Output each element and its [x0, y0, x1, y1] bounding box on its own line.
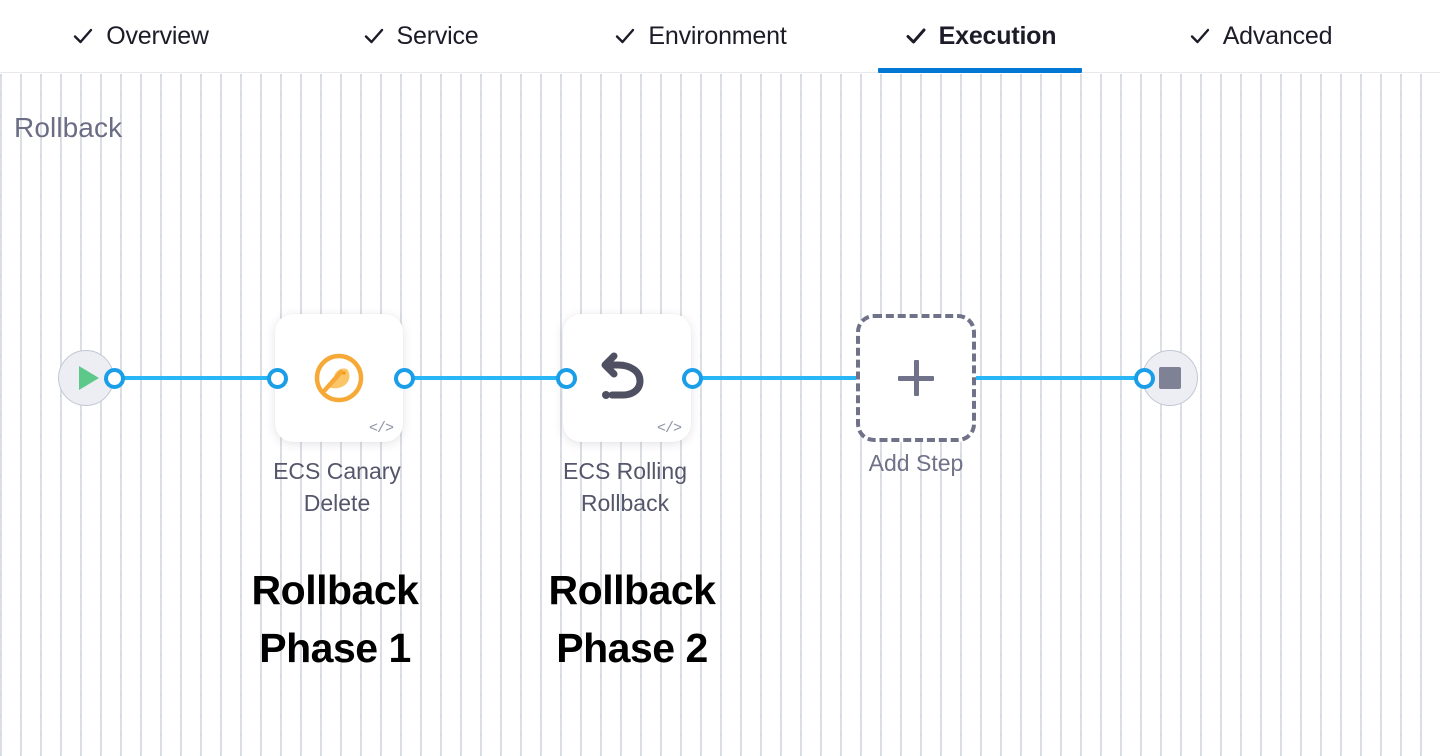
- port-step2-in[interactable]: [556, 368, 577, 389]
- step-node-ecs-canary-delete[interactable]: </>: [275, 314, 403, 442]
- play-icon: [78, 366, 99, 390]
- tab-label: Execution: [938, 21, 1057, 50]
- stage-title: Rollback: [14, 112, 123, 143]
- edge-step2-to-addstep: [686, 376, 986, 380]
- tab-advanced[interactable]: Advanced: [1120, 0, 1400, 73]
- check-icon: [1188, 24, 1212, 48]
- step-label-line1: ECS Canary: [273, 458, 401, 484]
- check-icon: [362, 24, 386, 48]
- annotation-rollback-phase-1: Rollback Phase 1: [251, 567, 419, 672]
- step-label-line2: Delete: [303, 489, 371, 516]
- tab-overview[interactable]: Overview: [0, 0, 280, 73]
- port-step1-out[interactable]: [394, 368, 415, 389]
- tab-label: Advanced: [1222, 21, 1333, 50]
- edge-addstep-to-end: [975, 376, 1150, 380]
- step-label-line2: Rollback: [580, 489, 670, 516]
- tab-service[interactable]: Service: [280, 0, 560, 73]
- plus-icon-vertical: [913, 360, 919, 396]
- tab-active-underline: [1120, 68, 1400, 73]
- canary-bird-icon: [275, 314, 403, 442]
- code-icon: </>: [368, 420, 394, 437]
- rollback-arrow-icon: [563, 314, 691, 442]
- tab-active-underline: [280, 68, 560, 73]
- annotation-rollback-phase-2: Rollback Phase 2: [548, 567, 716, 672]
- code-icon: </>: [656, 420, 682, 437]
- tab-active-underline: [878, 67, 1082, 73]
- stop-icon: [1159, 367, 1181, 389]
- tab-execution[interactable]: Execution: [840, 0, 1120, 73]
- check-icon: [613, 24, 637, 48]
- tab-label: Environment: [648, 21, 787, 50]
- tab-label: Overview: [106, 21, 209, 50]
- check-icon: [71, 24, 95, 48]
- port-step2-out[interactable]: [682, 368, 703, 389]
- add-step-label: Add Step: [868, 450, 964, 476]
- tab-environment[interactable]: Environment: [560, 0, 840, 73]
- step-node-ecs-rolling-rollback[interactable]: </>: [563, 314, 691, 442]
- port-start-out[interactable]: [104, 368, 125, 389]
- port-step1-in[interactable]: [267, 368, 288, 389]
- stage-tab-bar: Overview Service Environment Execution: [0, 0, 1440, 73]
- check-icon: [904, 24, 928, 48]
- port-end-in[interactable]: [1134, 368, 1155, 389]
- edge-step1-to-step2: [398, 376, 573, 380]
- add-step-button[interactable]: [856, 314, 976, 442]
- step-label-line1: ECS Rolling: [563, 458, 687, 484]
- pipeline-start-node[interactable]: [58, 350, 114, 406]
- edge-start-to-step1: [110, 376, 285, 380]
- tab-active-underline: [560, 68, 840, 73]
- tab-label: Service: [396, 21, 479, 50]
- tab-active-underline: [0, 68, 280, 73]
- pipeline-canvas[interactable]: Rollback: [0, 74, 1440, 756]
